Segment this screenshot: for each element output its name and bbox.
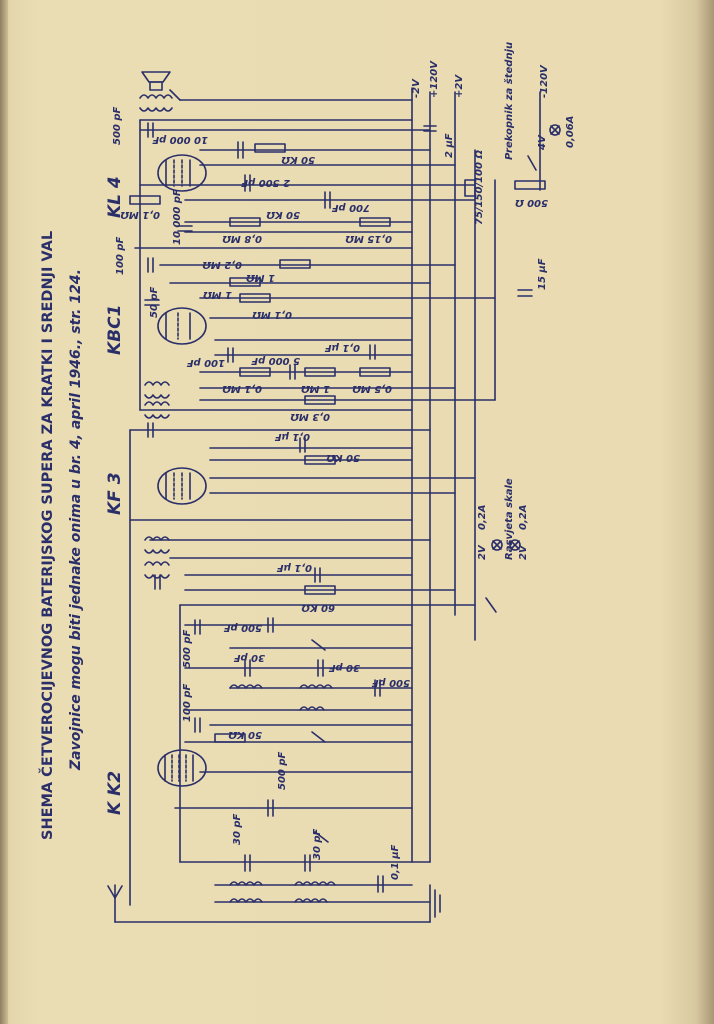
cap-label: 500 pF bbox=[371, 677, 410, 688]
cap-label: 100 pF bbox=[186, 357, 225, 368]
supply-label-neg120v: -120V bbox=[539, 64, 550, 98]
res-label: 50 KΩ bbox=[228, 729, 262, 740]
dial-lamp-icons bbox=[491, 124, 561, 551]
speaker-icon bbox=[141, 71, 181, 101]
res-label: 50 KΩ bbox=[266, 209, 300, 220]
cap-label: 500 pF bbox=[112, 106, 123, 145]
res-label: 0,1 MΩ bbox=[222, 383, 262, 394]
antenna-icon bbox=[107, 884, 123, 923]
switches bbox=[311, 155, 537, 843]
res-label: 50 KΩ bbox=[281, 154, 315, 165]
tube-kk2 bbox=[157, 749, 207, 787]
component-labels: 500 pF 10 000 pF 50 KΩ 2 500 pF 0,1 MΩ 5… bbox=[112, 106, 548, 880]
cap-label: 15 μF bbox=[537, 258, 548, 290]
cap-label: 0,1 μF bbox=[390, 844, 401, 880]
cap-label: 0,1 μF bbox=[274, 431, 310, 442]
dial-lamps-label: Rasvjeta skale bbox=[504, 478, 515, 560]
cap-label: 0,1 μF bbox=[276, 562, 312, 573]
tube-label-kl4: KL 4 bbox=[105, 176, 125, 218]
capacitors bbox=[144, 122, 533, 893]
lamp-label-d: 0,2A bbox=[518, 505, 529, 530]
res-label: 0,8 MΩ bbox=[222, 233, 262, 244]
res-label: 0,5 MΩ bbox=[352, 383, 392, 394]
ground-icon bbox=[429, 884, 441, 923]
cap-label: 10 000 pF bbox=[172, 189, 183, 245]
cap-label: 100 pF bbox=[115, 236, 126, 275]
res-label: 0,1 MΩ bbox=[252, 309, 292, 320]
cap-label: 10 000 pF bbox=[152, 134, 208, 145]
lamp-label-a: 2V bbox=[477, 544, 488, 560]
supply-label-pos120v: +120V bbox=[429, 60, 440, 98]
lamp-label-c: 2V bbox=[518, 544, 529, 560]
res-label: 500 Ω bbox=[515, 197, 548, 208]
page-fold bbox=[0, 0, 8, 1024]
schematic-title: SHEMA ČETVEROCIJEVNOG BATERIJSKOG SUPERA… bbox=[38, 231, 56, 840]
signal-wiring bbox=[114, 119, 496, 923]
lamp-label-e: 0,06A bbox=[565, 116, 576, 148]
cap-label: 500 pF bbox=[277, 751, 288, 790]
cap-label: 2 500 pF bbox=[241, 177, 290, 188]
lamp-label-b: 0,2A bbox=[477, 505, 488, 530]
cap-label: 30 pF bbox=[312, 828, 323, 860]
cap-label: 0,1 μF bbox=[324, 342, 360, 353]
tube-kf3 bbox=[157, 467, 207, 505]
if-transformer-1 bbox=[144, 381, 170, 419]
resistors bbox=[129, 143, 546, 743]
tube-label-kk2: K K2 bbox=[105, 771, 125, 815]
output-transformer bbox=[139, 94, 173, 112]
cap-label: 100 pF bbox=[182, 683, 193, 722]
res-label: 1 MΩ bbox=[203, 289, 232, 300]
cap-label: 2 μF bbox=[444, 133, 455, 158]
supply-label-4v: 4V bbox=[537, 134, 548, 151]
cap-label: 500 pF bbox=[223, 622, 262, 633]
tube-label-kf3: KF 3 bbox=[105, 472, 125, 515]
cap-label: 30 pF bbox=[328, 662, 360, 673]
if-transformer-2 bbox=[144, 536, 170, 579]
divider-label: 75/150/100 Ω bbox=[474, 150, 485, 225]
tube-label-kbc1: KBC1 bbox=[105, 305, 125, 355]
switch-label: Prekopnik za štednju bbox=[503, 42, 515, 160]
cap-label: 50 pF bbox=[149, 286, 160, 318]
res-label: 0,15 MΩ bbox=[345, 233, 392, 244]
res-label: 1 MΩ bbox=[246, 272, 275, 283]
cap-label: 700 pF bbox=[331, 202, 370, 213]
schematic-subtitle: Zavojnice mogu biti jednake onima u br. … bbox=[68, 269, 84, 771]
supply-label-pos2v: +2V bbox=[454, 74, 465, 98]
page-edge bbox=[696, 0, 714, 1024]
supply-label-neg2v: -2V bbox=[411, 78, 422, 98]
cap-label: 5 000 pF bbox=[251, 355, 300, 366]
res-label: 50 KΩ bbox=[326, 452, 360, 463]
cap-label: 30 pF bbox=[232, 813, 243, 845]
cap-label: 500 pF bbox=[182, 629, 193, 668]
res-label: 60 KΩ bbox=[301, 602, 335, 613]
res-label: 0,3 MΩ bbox=[290, 411, 330, 422]
res-label: 0,2 MΩ bbox=[202, 259, 242, 270]
coil-set bbox=[229, 684, 336, 903]
res-label: 1 MΩ bbox=[301, 383, 330, 394]
supply-rails bbox=[179, 87, 541, 863]
res-label: 0,1 MΩ bbox=[120, 209, 160, 220]
tube-kbc1 bbox=[157, 307, 207, 345]
cap-label: 30 pF bbox=[233, 652, 265, 663]
tube-kl4 bbox=[157, 154, 207, 192]
